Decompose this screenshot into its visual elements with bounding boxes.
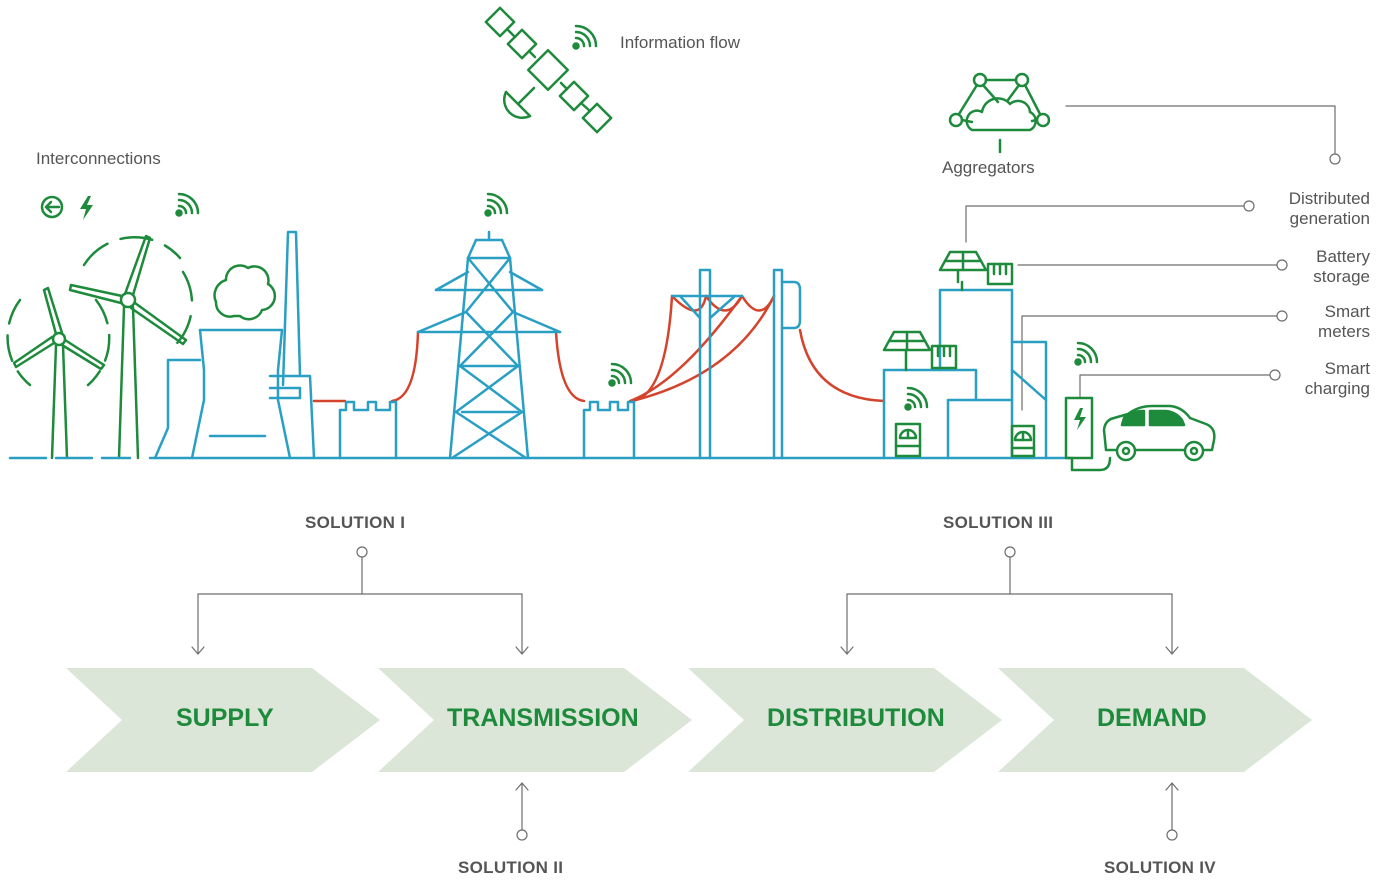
electric-car-icon: [1102, 404, 1216, 462]
battery-icon: [986, 262, 1014, 286]
stage-transmission-label: TRANSMISSION: [447, 704, 639, 732]
aggregators-label: Aggregators: [942, 158, 1035, 177]
interconnection-icon: [40, 195, 64, 219]
connector-lines: [965, 105, 1341, 411]
solar-panel-icon: [938, 250, 988, 292]
chevron-transmission: [378, 668, 692, 772]
information-flow-label: Information flow: [620, 33, 740, 52]
wifi-icon: [1074, 341, 1099, 366]
stage-supply-label: SUPPLY: [176, 704, 274, 732]
smart-charging-label: Smart charging: [1304, 359, 1370, 398]
smart-meter-icon: [894, 422, 922, 458]
lightning-icon: [80, 196, 93, 220]
solution-2-label: SOLUTION II: [458, 858, 564, 877]
distributed-generation-label: Distributed generation: [1288, 189, 1370, 228]
distribution-pole-icon: [670, 268, 802, 460]
solution-3-label: SOLUTION III: [943, 513, 1054, 532]
stage-demand-label: DEMAND: [1097, 704, 1207, 732]
battery-icon: [930, 344, 958, 370]
stage-distribution-label: DISTRIBUTION: [767, 704, 945, 732]
wifi-icon: [904, 386, 929, 411]
wind-turbine-icon: [68, 234, 194, 460]
transmission-tower-icon: [416, 230, 562, 460]
chevron-distribution: [688, 668, 1002, 772]
wifi-icon: [175, 192, 200, 217]
power-plant-icon: [153, 230, 316, 460]
cloud-network-icon: [948, 72, 1051, 154]
wifi-icon: [484, 192, 509, 217]
substation-icon: [582, 400, 636, 460]
wind-turbine-icon: [6, 286, 111, 460]
solution-4-label: SOLUTION IV: [1104, 858, 1216, 877]
wifi-icon: [572, 24, 598, 50]
smart-meters-label: Smart meters: [1318, 302, 1370, 341]
solution-1-label: SOLUTION I: [305, 513, 406, 532]
power-cables: [312, 294, 886, 403]
building-icon: [882, 288, 1048, 460]
interconnections-label: Interconnections: [36, 149, 161, 168]
battery-storage-label: Battery storage: [1313, 247, 1370, 286]
ev-charger-icon: [1064, 396, 1112, 472]
solution-connectors: [191, 546, 1179, 841]
chevron-supply: [66, 668, 380, 772]
satellite-icon: [484, 6, 613, 134]
smart-meter-icon: [1010, 424, 1036, 458]
solar-panel-icon: [882, 330, 932, 372]
wifi-icon: [608, 362, 633, 387]
chevron-demand: [998, 668, 1312, 772]
value-chain-chevrons: [66, 668, 1312, 772]
substation-icon: [338, 400, 398, 460]
